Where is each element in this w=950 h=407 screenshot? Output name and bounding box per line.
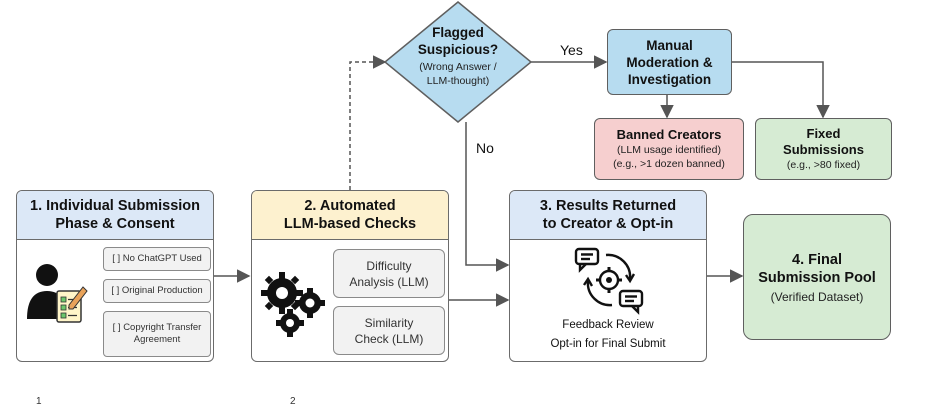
decision-node: Flagged Suspicious? (Wrong Answer / LLM-… [395,24,521,88]
arrow-stage2-to-decision [349,55,387,190]
final-pool-subtitle: (Verified Dataset) [770,289,864,304]
no-label: No [476,140,494,156]
fixed-submissions-box: Fixed Submissions (e.g., >80 fixed) [755,118,892,180]
fixed-subtitle: (e.g., >80 fixed) [786,159,861,171]
arrow-decision-no [465,122,510,272]
stage1-card: 1. Individual Submission Phase & Consent… [16,190,214,362]
gears-icon [261,272,325,337]
decision-subtitle: (Wrong Answer / LLM-thought) [419,61,497,87]
final-pool-box: 4. Final Submission Pool (Verified Datas… [743,214,891,340]
footnote-mark-1: 1 [36,396,42,407]
banned-line1: (LLM usage identified) [617,144,721,156]
final-pool-title: 4. Final Submission Pool [758,251,876,286]
stage1-title: 1. Individual Submission Phase & Consent [17,191,213,240]
banned-title: Banned Creators [616,127,722,142]
check-no-chatgpt: [ ] No ChatGPT Used [103,247,211,271]
decision-title: Flagged Suspicious? [417,25,499,57]
moderation-box: Manual Moderation & Investigation [607,29,732,95]
check-similarity: Similarity Check (LLM) [333,306,445,355]
fixed-title: Fixed Submissions [783,126,864,157]
arrow-moderation-to-fixed [732,61,830,119]
check-original-production: [ ] Original Production [103,279,211,303]
decision-diamond [383,1,533,123]
stage2-card: 2. Automated LLM-based Checks Difficulty… [251,190,449,362]
user-checklist-icon [27,264,88,323]
check-copyright-transfer: [ ] Copyright Transfer Agreement [103,311,211,357]
banned-creators-box: Banned Creators (LLM usage identified) (… [594,118,744,180]
stage3-card: 3. Results Returned to Creator & Opt-in … [509,190,707,362]
feedback-cycle-icon [574,247,644,315]
yes-label: Yes [560,42,583,58]
opt-in-text: Opt-in for Final Submit [550,338,666,350]
moderation-title: Manual Moderation & Investigation [626,37,713,87]
stage2-title: 2. Automated LLM-based Checks [252,191,448,240]
feedback-review-text: Feedback Review [562,319,654,331]
banned-line2: (e.g., >1 dozen banned) [613,158,725,170]
footnote-mark-2: 2 [290,396,296,407]
stage3-title: 3. Results Returned to Creator & Opt-in [510,191,706,240]
check-difficulty-analysis: Difficulty Analysis (LLM) [333,249,445,298]
